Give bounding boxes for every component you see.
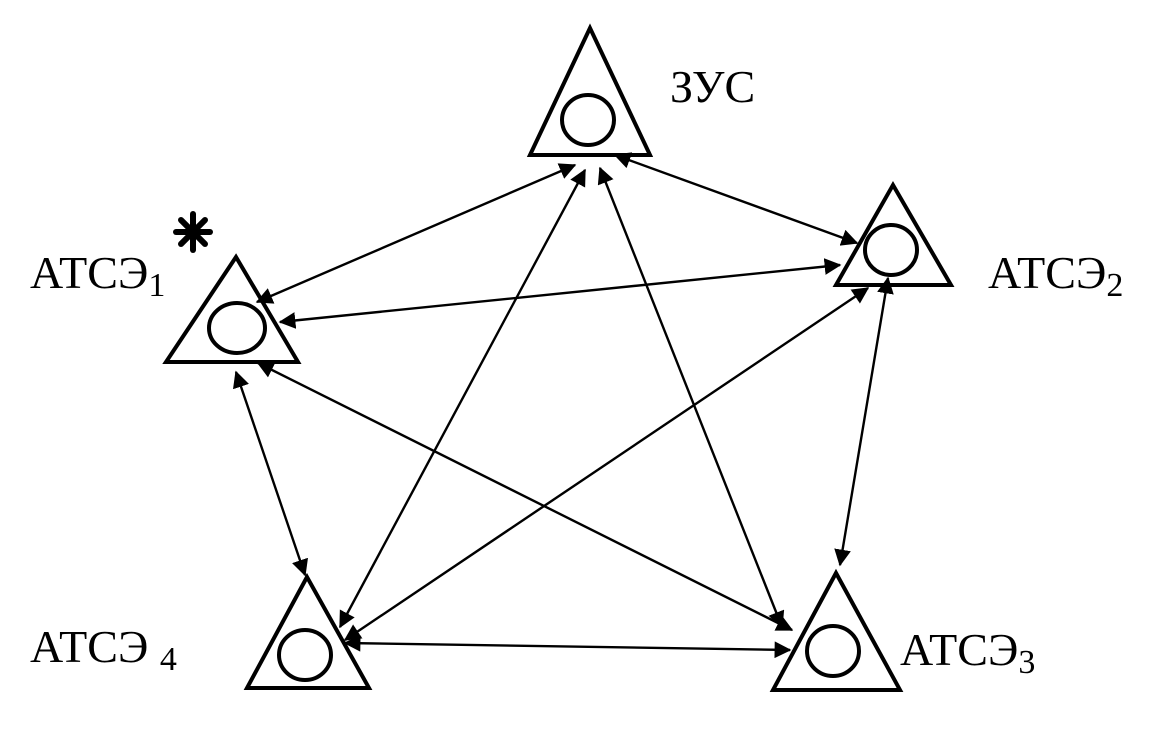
node-atse3: АТСЭ3 [769,568,1035,692]
edge-zus-atse1 [255,163,577,304]
node-atse4-label-main: АТСЭ [30,621,160,672]
node-atse4-triangle [243,572,373,690]
star-marker-icon [173,211,213,253]
node-zus-triangle [526,23,654,157]
node-atse4-circle [277,628,333,682]
node-zus-label: ЗУС [670,61,755,112]
edges-layer [233,152,894,659]
edge-atse1-atse4 [233,370,308,577]
node-atse3-label-main: АТСЭ [900,624,1018,675]
node-atse4-label: АТСЭ 4 [30,621,177,678]
edge-zus-atse3 [597,166,785,629]
node-atse2-label-sub: 2 [1106,267,1123,304]
node-atse4: АТСЭ 4 [30,572,373,690]
edge-atse1-atse2 [278,258,842,329]
node-atse2: АТСЭ2 [832,180,1123,304]
node-atse1: АТСЭ1 [30,211,302,364]
edge-atse1-atse3 [256,361,794,632]
node-atse1-label-main: АТСЭ [30,247,148,298]
node-atse2-triangle [832,180,955,287]
edge-zus-atse2 [613,152,859,246]
node-zus-label-main: ЗУС [670,61,755,112]
node-atse2-label: АТСЭ2 [988,247,1123,304]
node-atse2-label-main: АТСЭ [988,247,1106,298]
edge-atse2-atse4 [343,287,870,641]
node-atse1-label-sub: 1 [148,267,165,304]
node-atse3-triangle [769,568,904,692]
node-zus: ЗУС [526,23,755,157]
node-zus-circle [560,93,616,147]
node-atse4-label-sub: 4 [160,641,177,678]
edge-atse3-atse4 [343,634,792,659]
node-atse1-label: АТСЭ1 [30,247,165,304]
edge-zus-atse4 [338,168,587,629]
node-atse3-circle [805,624,861,678]
node-atse1-circle [207,301,267,355]
node-atse3-label: АТСЭ3 [900,624,1035,681]
node-atse1-triangle [162,253,302,364]
node-atse3-label-sub: 3 [1018,644,1035,681]
edge-atse2-atse3 [834,276,894,567]
node-atse2-circle [863,223,919,277]
